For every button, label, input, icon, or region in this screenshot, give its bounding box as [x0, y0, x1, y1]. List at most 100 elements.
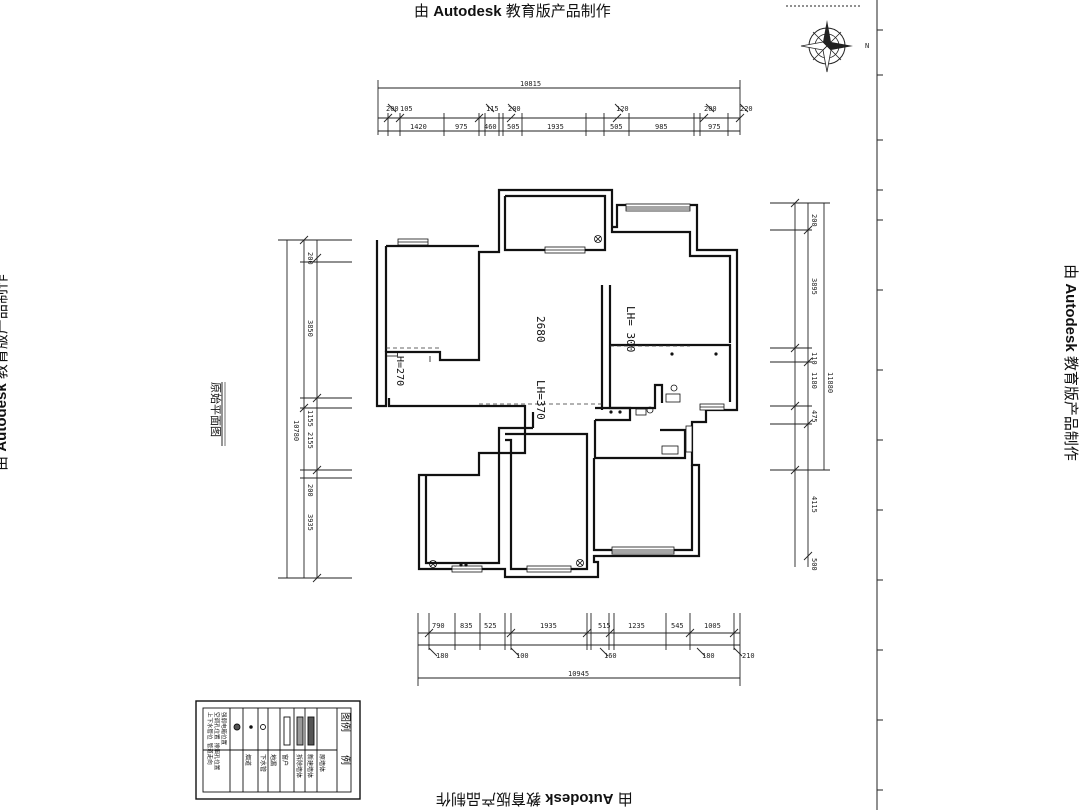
- dim-label: 1155: [306, 410, 314, 427]
- north-arrow-icon: N: [800, 20, 869, 73]
- dim-label: 100: [516, 652, 529, 660]
- drawing-title-group: 原始平面图: [209, 382, 226, 446]
- legend-symbol-dot: [249, 725, 253, 729]
- dim-label: 975: [708, 123, 721, 131]
- dim-label: 1420: [410, 123, 427, 131]
- meter-box: [665, 393, 681, 403]
- dim-label: 3895: [810, 278, 818, 295]
- legend-table: [195, 700, 361, 800]
- drain-icon: [646, 406, 654, 414]
- dim-label: 200: [704, 105, 717, 113]
- dim-label: 105: [400, 105, 413, 113]
- frame-border: [786, 0, 883, 810]
- dim-label: 115: [486, 105, 499, 113]
- lh-label: LH= 300: [624, 306, 637, 352]
- bedroom-wall: [503, 194, 607, 252]
- dim-label: 505: [507, 123, 520, 131]
- toilet-wall: [595, 406, 632, 422]
- legend-symbol-hatch: [296, 716, 304, 746]
- watermark-prefix: 由: [0, 456, 10, 471]
- dim-label: 1935: [540, 622, 557, 630]
- watermark-left: 由 Autodesk 教育版产品制作: [0, 274, 11, 471]
- pipe-icon: [459, 352, 718, 567]
- drawing-title: 原始平面图: [209, 382, 223, 437]
- watermark-prefix: 由: [1061, 264, 1079, 280]
- dim-label: 1005: [704, 622, 721, 630]
- bottom-dimension-chain: [417, 613, 743, 686]
- dim-label: 200: [810, 214, 818, 227]
- legend-note: 上下水管位 管道走向: [206, 712, 214, 765]
- top-dimension-labels: 10815 200 105 115 200 120 200 220 1420 9…: [386, 80, 753, 131]
- dim-label: 220: [740, 105, 753, 113]
- dim-label: 200: [306, 484, 314, 497]
- watermark-brand: Autodesk: [1061, 283, 1079, 352]
- legend-symbol-circle-x: [233, 723, 241, 731]
- watermark-suffix: 教育版产品制作: [436, 790, 542, 807]
- meter-box: [635, 408, 647, 416]
- flue-icon: [576, 559, 584, 567]
- dim-label: 790: [432, 622, 445, 630]
- dim-label: 180: [436, 652, 449, 660]
- bottom-dimension-labels: 790 835 525 1935 515 1235 545 1005 180 1…: [432, 622, 755, 678]
- kitchen-wall: [608, 345, 664, 410]
- dim-label: 460: [484, 123, 497, 131]
- right-dimension-labels: 11880 200 3895 110 1180 475 4115 500: [810, 214, 834, 571]
- flue-icon: [429, 560, 437, 568]
- dim-label: 2155: [306, 432, 314, 449]
- dim-label: 475: [810, 410, 818, 423]
- dim-label: 200: [386, 105, 399, 113]
- svg-text:N: N: [865, 42, 869, 50]
- lh-label: LH=370: [534, 380, 547, 420]
- bedroom-wall: [424, 426, 533, 565]
- floor-plan: [375, 188, 739, 579]
- watermark-brand: Autodesk: [545, 790, 614, 807]
- legend-labels: 图例 例 原墙体 新建墙体 拆除墙体 窗户 地漏 下水管 烟道 上下水管位 管道…: [206, 712, 352, 778]
- window: [625, 203, 691, 212]
- dim-label: 1235: [628, 622, 645, 630]
- left-dimension-labels: 10780 200 3850 1155 2155 200 3935: [292, 252, 314, 531]
- kitchen-wall: [610, 343, 732, 402]
- dim-label: 515: [598, 622, 611, 630]
- top-dimension-chain: [377, 80, 749, 136]
- legend-header: 例: [339, 755, 352, 765]
- dim-label: 505: [610, 123, 623, 131]
- legend-label: 烟道: [244, 754, 252, 766]
- legend-note: 强弱电箱位置: [220, 712, 228, 746]
- dim-label: 3850: [306, 320, 314, 337]
- legend-note: 空调孔位置 排烟孔位置: [213, 712, 221, 771]
- dim-label: 200: [306, 252, 314, 265]
- room-wall: [505, 432, 589, 571]
- window: [611, 546, 675, 555]
- dim-label: 110: [810, 352, 818, 365]
- outer-wall: [375, 188, 739, 579]
- dim-label: 180: [702, 652, 715, 660]
- dim-label: 120: [616, 105, 629, 113]
- dim-left-total: 10780: [292, 420, 300, 441]
- legend-symbol-hatch-dark: [307, 716, 315, 746]
- dim-label: 975: [455, 123, 468, 131]
- room-wall: [610, 228, 732, 343]
- watermark-top: 由 Autodesk 教育版产品制作: [414, 0, 611, 21]
- legend-label: 下水管: [259, 754, 267, 772]
- room-labels: 2680 LH= 300 LH=270 LH=370: [394, 306, 637, 420]
- watermark-suffix: 教育版产品制作: [0, 274, 10, 380]
- dim-label: 210: [742, 652, 755, 660]
- legend-label: 新建墙体: [306, 754, 314, 778]
- watermark-brand: Autodesk: [433, 3, 502, 20]
- right-dimension-chain: [770, 198, 830, 567]
- watermark-bottom: 由 Autodesk 教育版产品制作: [436, 789, 633, 810]
- meter-box: [661, 445, 679, 455]
- toilet-wall: [593, 420, 687, 460]
- dim-bottom-total: 10945: [568, 670, 589, 678]
- watermark-prefix: 由: [414, 3, 430, 20]
- dim-label: 1935: [547, 123, 564, 131]
- ceiling-height-label: 2680: [534, 316, 547, 343]
- windows: [397, 203, 725, 573]
- watermark-suffix: 教育版产品制作: [1061, 355, 1079, 461]
- dim-label: 545: [671, 622, 684, 630]
- dim-label: 160: [604, 652, 617, 660]
- legend-label: 原墙体: [318, 754, 326, 772]
- drain-icon: [670, 384, 678, 392]
- legend-label: 地漏: [269, 754, 277, 766]
